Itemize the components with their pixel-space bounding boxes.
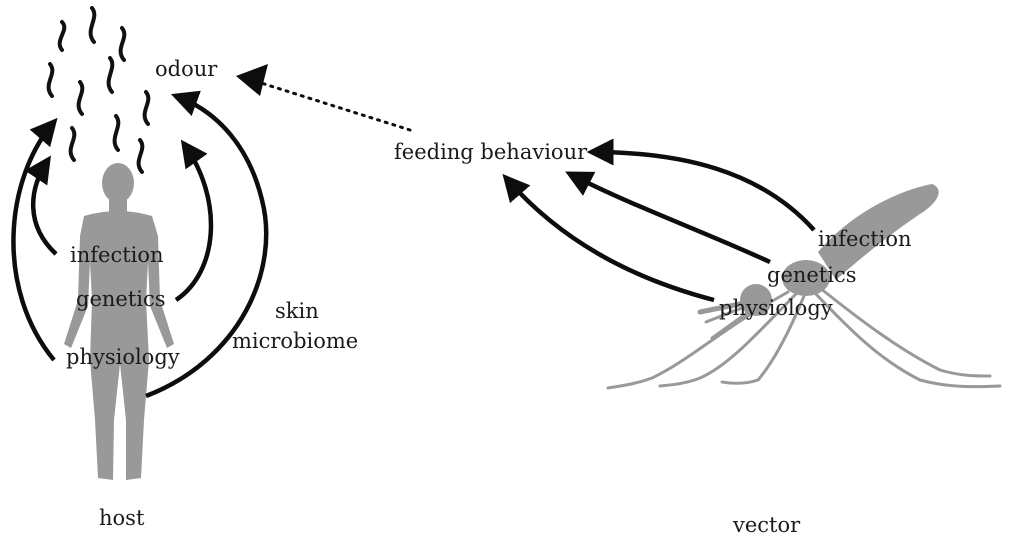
vector-arrow-physiology-feeding [502, 173, 715, 303]
vector-arrow-infection-feeding [586, 138, 816, 232]
odour-label: odour [155, 57, 218, 81]
skin-label: skin [275, 299, 319, 323]
vector-arrow-genetics-feeding [565, 171, 771, 265]
host-arrow-infection-odour [24, 155, 58, 256]
host-label: host [99, 506, 145, 530]
human-silhouette-icon [64, 163, 174, 480]
host-arrow-genetics-odour [174, 139, 214, 302]
feeding-behaviour-label: feeding behaviour [394, 140, 588, 164]
vector-infection-label: infection [818, 227, 912, 251]
mosquito-silhouette-icon [606, 184, 1002, 390]
dotted-arrow-feeding-odour [256, 80, 412, 132]
vector-genetics-label: genetics [767, 263, 857, 287]
wavy-odour-icon [46, 6, 151, 174]
host-physiology-label: physiology [66, 345, 180, 369]
host-arrow-physiology-odour [11, 117, 58, 362]
vector-label: vector [732, 513, 801, 537]
host-genetics-label: genetics [76, 287, 166, 311]
vector-physiology-label: physiology [719, 296, 833, 320]
microbiome-label: microbiome [232, 329, 358, 353]
odour-arrowhead [236, 64, 268, 96]
host-infection-label: infection [70, 243, 164, 267]
host-arrow-skin-microbiome-odour [145, 90, 269, 399]
